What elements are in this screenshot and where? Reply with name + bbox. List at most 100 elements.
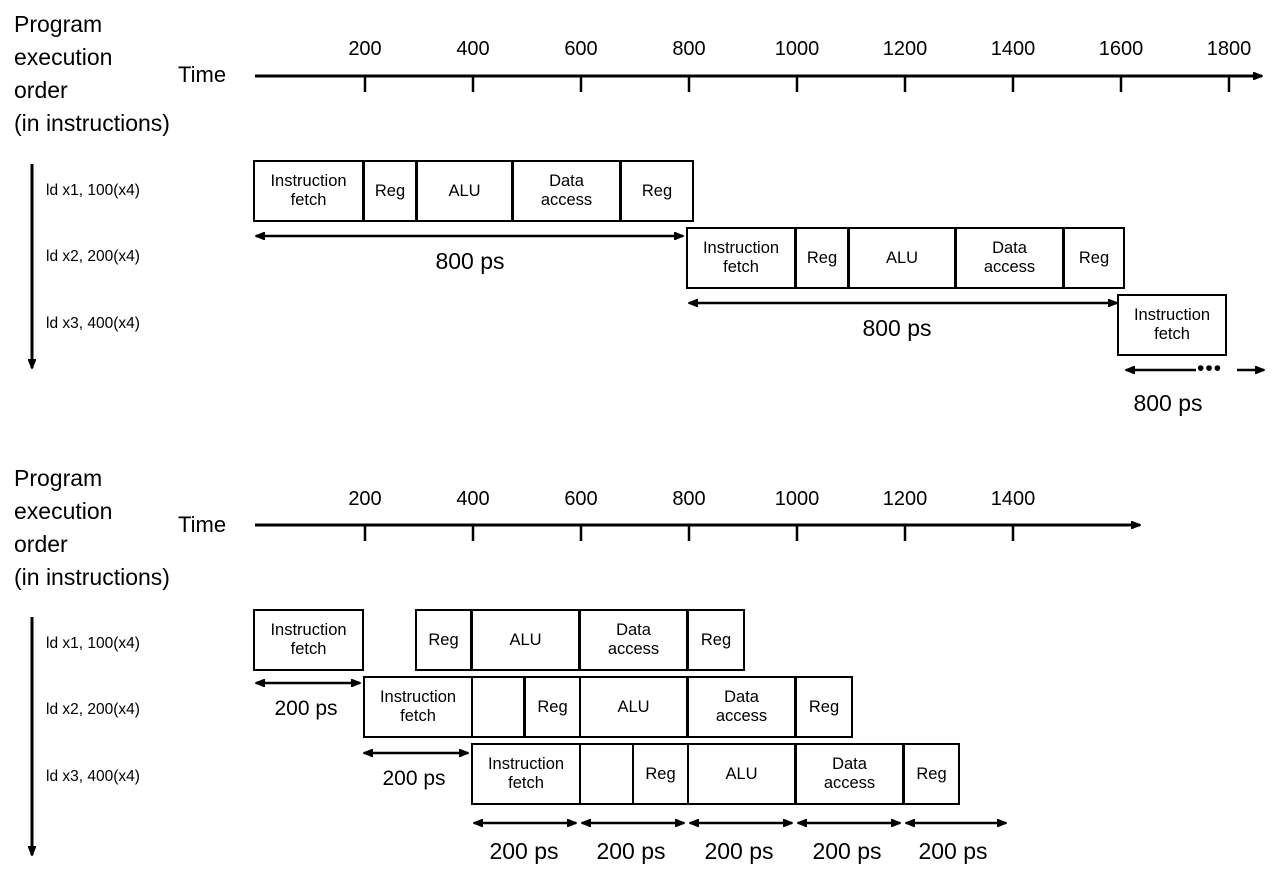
top-row1-stage-instruction-fetch: Instruction fetch: [253, 160, 364, 222]
bottom-instruction-label-3: ld x3, 400(x4): [46, 768, 140, 785]
top-tick-400: 400: [456, 38, 490, 60]
bottom-tick-1400: 1400: [990, 488, 1036, 510]
bottom-tick-200: 200: [348, 488, 382, 510]
stage-text: Reg: [641, 181, 673, 200]
stage-text: ALU: [885, 248, 919, 267]
bottom-row2-stage-gap: [471, 676, 525, 738]
bottom-row3-stage-reg-2: Reg: [903, 743, 960, 805]
top-tick-1400: 1400: [990, 38, 1036, 60]
bottom-row2-stage-instruction-fetch: Instruction fetch: [363, 676, 473, 738]
bottom-row2-stage-reg-1: Reg: [524, 676, 581, 738]
top-row2-stage-data-access: Data access: [955, 227, 1064, 289]
bottom-row3-stage-instruction-fetch: Instruction fetch: [471, 743, 581, 805]
stage-text: Reg: [806, 248, 838, 267]
bottom-measure-label-stagger-1: 200 ps: [274, 697, 338, 720]
stage-text-line2: access: [983, 258, 1036, 276]
stage-text: ALU: [509, 630, 542, 649]
stage-text: ALU: [617, 697, 650, 716]
top-row2-stage-instruction-fetch: Instruction fetch: [686, 227, 796, 289]
stage-text-line2: access: [540, 191, 593, 209]
top-measure-label-2: 800 ps: [862, 315, 932, 341]
bottom-time-label: Time: [178, 512, 227, 537]
stage-text: Reg: [645, 764, 676, 783]
bottom-tick-600: 600: [564, 488, 598, 510]
top-time-axis: [255, 76, 1262, 92]
stage-text: Reg: [537, 697, 568, 716]
top-measure-label-1: 800 ps: [435, 248, 505, 274]
stage-text-line2: fetch: [508, 774, 544, 792]
stage-text: Reg: [1078, 248, 1110, 267]
bottom-row3-stage-data-access: Data access: [795, 743, 904, 805]
bottom-measure-label-5: 200 ps: [918, 838, 988, 864]
top-measure-label-3: 800 ps: [1133, 390, 1203, 416]
top-row2-stage-reg-2: Reg: [1063, 227, 1125, 289]
bottom-row3-stage-reg-1: Reg: [632, 743, 689, 805]
bottom-row1-stage-instruction-fetch: Instruction fetch: [253, 609, 364, 671]
stage-text-line2: fetch: [723, 258, 759, 276]
stage-text: Reg: [700, 630, 732, 649]
bottom-measure-label-stagger-2: 200 ps: [382, 767, 446, 790]
stage-text-line1: Instruction: [1133, 306, 1211, 324]
top-row1-stage-reg-2: Reg: [620, 160, 694, 222]
top-row1-stage-data-access: Data access: [512, 160, 621, 222]
top-row2-stage-alu: ALU: [848, 227, 956, 289]
stage-text-line1: Instruction: [702, 239, 780, 257]
bottom-tick-1000: 1000: [774, 488, 820, 510]
bottom-measure-label-2: 200 ps: [596, 838, 666, 864]
stage-text-line2: fetch: [290, 191, 327, 209]
top-tick-1800: 1800: [1206, 38, 1252, 60]
stage-text-line2: access: [715, 707, 768, 725]
top-continuation-dots: •••: [1197, 357, 1223, 380]
stage-text: ALU: [448, 181, 481, 200]
bottom-row1-stage-reg-1: Reg: [415, 609, 472, 671]
stage-text: ALU: [725, 764, 758, 783]
bottom-row1-stage-reg-2: Reg: [687, 609, 745, 671]
top-tick-600: 600: [564, 38, 598, 60]
stage-text-line1: Instruction: [379, 688, 457, 706]
stage-text-line2: access: [823, 774, 876, 792]
stage-text-line1: Data: [992, 239, 1027, 257]
stage-text: Reg: [916, 764, 947, 783]
stage-text-line1: Instruction: [487, 755, 565, 773]
bottom-row2-stage-reg-2: Reg: [795, 676, 853, 738]
top-instruction-label-1: ld x1, 100(x4): [46, 182, 140, 199]
stage-text-line1: Data: [549, 172, 584, 190]
bottom-time-axis: [255, 525, 1140, 541]
stage-text-line1: Data: [724, 688, 759, 706]
bottom-row1-stage-data-access: Data access: [579, 609, 688, 671]
top-instruction-label-3: ld x3, 400(x4): [46, 315, 140, 332]
stage-text-line2: access: [607, 640, 660, 658]
bottom-row1-stage-alu: ALU: [471, 609, 580, 671]
bottom-tick-400: 400: [456, 488, 490, 510]
top-row2-stage-reg-1: Reg: [795, 227, 849, 289]
stage-text: Reg: [374, 181, 406, 200]
top-axis-caption: Program execution order (in instructions…: [14, 11, 170, 136]
top-tick-200: 200: [348, 38, 382, 60]
bottom-row2-stage-alu: ALU: [579, 676, 688, 738]
top-instruction-label-2: ld x2, 200(x4): [46, 248, 140, 265]
bottom-tick-1200: 1200: [882, 488, 928, 510]
bottom-instruction-label-1: ld x1, 100(x4): [46, 635, 140, 652]
bottom-row3-stage-gap: [579, 743, 634, 805]
stage-text: Reg: [428, 630, 459, 649]
bottom-axis-caption: Program execution order (in instructions…: [14, 465, 170, 590]
stage-text-line2: fetch: [1154, 325, 1190, 343]
bottom-row2-stage-data-access: Data access: [687, 676, 796, 738]
top-time-label: Time: [178, 62, 227, 87]
stage-text-line1: Instruction: [270, 172, 347, 190]
stage-text-line1: Data: [616, 621, 651, 639]
top-row1-stage-reg-1: Reg: [363, 160, 417, 222]
top-row1-stage-alu: ALU: [416, 160, 513, 222]
stage-text-line2: fetch: [290, 640, 327, 658]
bottom-measure-label-3: 200 ps: [704, 838, 774, 864]
bottom-measure-label-1: 200 ps: [489, 838, 559, 864]
stage-text-line2: fetch: [400, 707, 436, 725]
bottom-row3-stage-alu: ALU: [687, 743, 796, 805]
stage-text-line1: Instruction: [270, 621, 347, 639]
stage-text: Reg: [808, 697, 840, 716]
bottom-instruction-label-2: ld x2, 200(x4): [46, 701, 140, 718]
top-row3-stage-instruction-fetch: Instruction fetch: [1117, 294, 1227, 356]
top-tick-1200: 1200: [882, 38, 928, 60]
stage-text-line1: Data: [832, 755, 867, 773]
